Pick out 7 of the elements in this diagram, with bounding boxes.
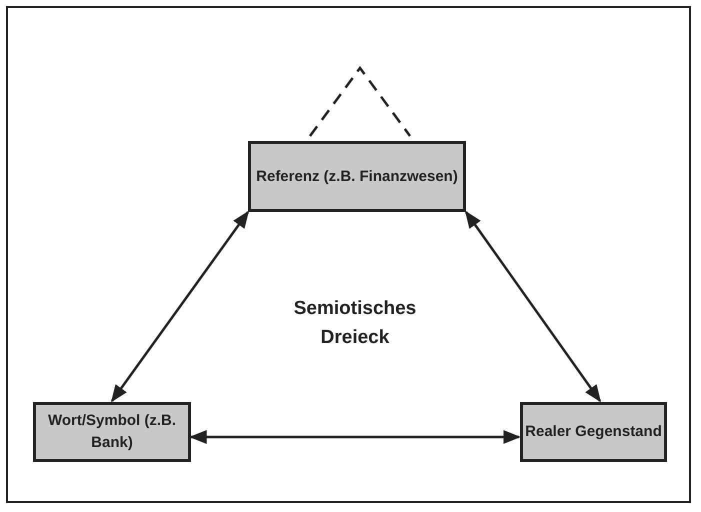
concept-box: Realer Gegenstand <box>520 402 667 462</box>
double-arrow <box>464 210 602 402</box>
double-arrow <box>189 430 521 444</box>
double-arrow <box>110 210 250 402</box>
center-label: Semiotisches Dreieck <box>292 297 418 350</box>
concept-box: Wort/Symbol (z.B. Bank) <box>33 402 191 462</box>
concept-box: Referenz (z.B. Finanzwesen) <box>248 141 466 212</box>
